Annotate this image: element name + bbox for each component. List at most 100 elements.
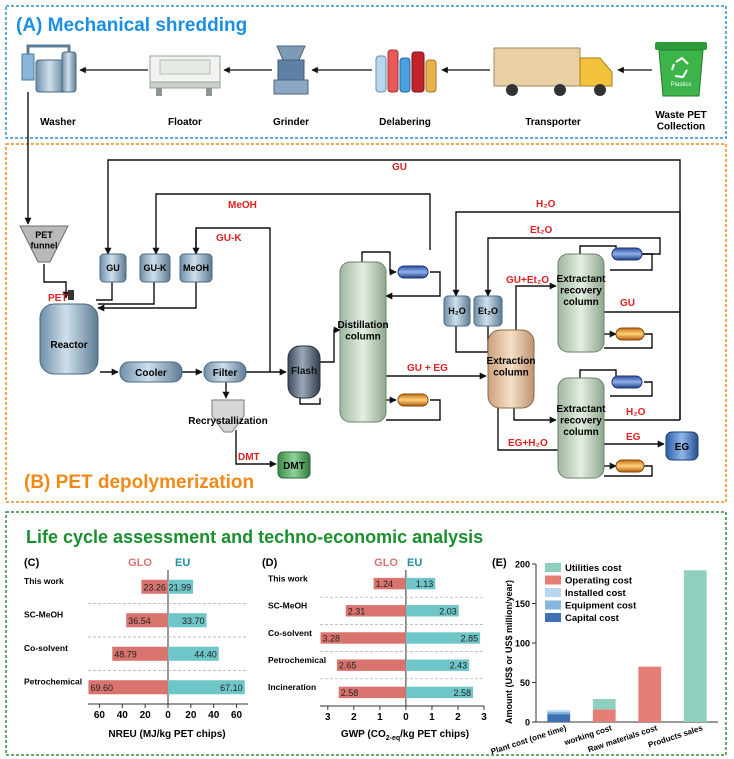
data-label-glo: 1.24	[376, 579, 394, 589]
bar-eu	[168, 680, 245, 695]
dmt-tank: DMT	[277, 451, 311, 479]
category-label: This work	[24, 576, 64, 586]
bar-eu	[405, 632, 481, 644]
category-label: Plant cost (one time)	[490, 723, 568, 756]
bar-glo	[338, 686, 406, 699]
section-b-title: (B) PET depolymerization	[24, 472, 254, 493]
section-c: Life cycle assessment and techno-economi…	[5, 511, 727, 756]
data-label-eu: 33.70	[182, 616, 205, 626]
svg-text:PET: PET	[48, 293, 67, 304]
recycle-bin-icon: Plastics	[655, 42, 707, 97]
step-label: Grinder	[273, 117, 309, 128]
legend-label: Capital cost	[565, 613, 620, 624]
guk-tank: GU-K	[139, 253, 171, 283]
data-label-eu: 67.10	[220, 683, 243, 693]
data-label-glo: 3.28	[323, 634, 341, 644]
step-label: Washer	[40, 117, 76, 128]
bar-eu	[405, 577, 436, 590]
section-c-title: Life cycle assessment and techno-economi…	[26, 527, 483, 547]
bar-eu	[405, 686, 474, 699]
data-label-glo: 23.26	[143, 582, 166, 592]
filter: Filter	[203, 361, 247, 383]
bottles-icon	[375, 49, 437, 93]
bar-segment	[683, 570, 707, 722]
data-label-eu: 21.99	[169, 582, 192, 592]
tick-label: 3	[481, 712, 487, 723]
tick-label: 40	[117, 710, 129, 721]
legend-label: Equipment cost	[565, 601, 637, 612]
svg-text:H₂O: H₂O	[536, 199, 556, 210]
tick-label: 1	[377, 712, 383, 723]
category-label: Co-solvent	[268, 628, 312, 638]
bar-glo	[112, 646, 168, 661]
data-label-eu: 2.85	[461, 634, 479, 644]
y-axis-label: Amount (US$ or US$ million/year)	[504, 580, 514, 724]
svg-text:EG: EG	[675, 442, 690, 453]
x-axis-label: GWP (CO2-eq/kg PET chips)	[341, 729, 469, 742]
stream-labels: GU MeOH GU-K PET DMT GU + EG H₂O Et₂O GU…	[48, 162, 646, 463]
tick-label: 0	[403, 712, 409, 723]
panel-label: (C)	[24, 557, 40, 569]
category-label: Petrochemical	[24, 677, 82, 687]
step-label: Transporter	[525, 117, 581, 128]
bar-eu	[168, 579, 194, 594]
bar-segment	[547, 711, 571, 715]
svg-text:DMT: DMT	[283, 461, 305, 472]
bar-glo	[320, 632, 406, 644]
svg-text:Et₂O: Et₂O	[478, 306, 498, 316]
step-label: Floator	[168, 117, 202, 128]
legend-swatch	[545, 588, 561, 597]
gu-tank: GU	[99, 253, 127, 283]
bar-glo	[336, 659, 406, 671]
truck-icon	[493, 47, 613, 96]
svg-text:MeOH: MeOH	[228, 200, 257, 211]
legend-swatch	[545, 613, 561, 622]
grinder-icon	[273, 45, 309, 95]
svg-text:Filter: Filter	[213, 368, 238, 379]
svg-text:GU-K: GU-K	[216, 233, 242, 244]
data-label-glo: 36.54	[128, 616, 151, 626]
svg-text:EG+H₂O: EG+H₂O	[508, 438, 548, 449]
bar-segment	[592, 699, 616, 710]
et2o-tank: Et₂O	[473, 295, 503, 327]
tick-label: 1	[429, 712, 435, 723]
legend-label: Installed cost	[565, 588, 627, 599]
category-label: Co-solvent	[24, 643, 68, 653]
condenser-blue	[397, 247, 643, 389]
tick-label: 20	[140, 710, 152, 721]
bar-segment	[638, 666, 662, 722]
data-label-glo: 2.58	[341, 688, 359, 698]
svg-text:MeOH: MeOH	[183, 263, 209, 273]
category-label: SC-MeOH	[24, 610, 63, 620]
data-label-glo: 2.65	[339, 661, 357, 671]
bar-eu	[405, 659, 470, 671]
legend-glo: GLO	[128, 557, 152, 569]
section-b: (B) PET depolymerization	[5, 92, 727, 503]
bar-glo	[88, 680, 168, 695]
legend-swatch	[545, 563, 561, 572]
tick-label: 2	[455, 712, 461, 723]
legend-label: Operating cost	[565, 576, 633, 587]
reboiler-orange	[397, 327, 645, 473]
recrystallizer: Recrystallization	[188, 399, 268, 433]
legend-label: Utilities cost	[565, 563, 622, 574]
tick-label: 60	[231, 710, 243, 721]
svg-text:GU: GU	[392, 162, 407, 173]
data-label-glo: 2.31	[348, 606, 366, 616]
panel-label: (D)	[262, 557, 278, 569]
panel-label: (E)	[492, 557, 507, 569]
tick-label: 0	[165, 710, 171, 721]
section-a-title: (A) Mechanical shredding	[16, 15, 247, 36]
washer-icon	[21, 44, 77, 93]
legend-eu: EU	[407, 557, 422, 569]
